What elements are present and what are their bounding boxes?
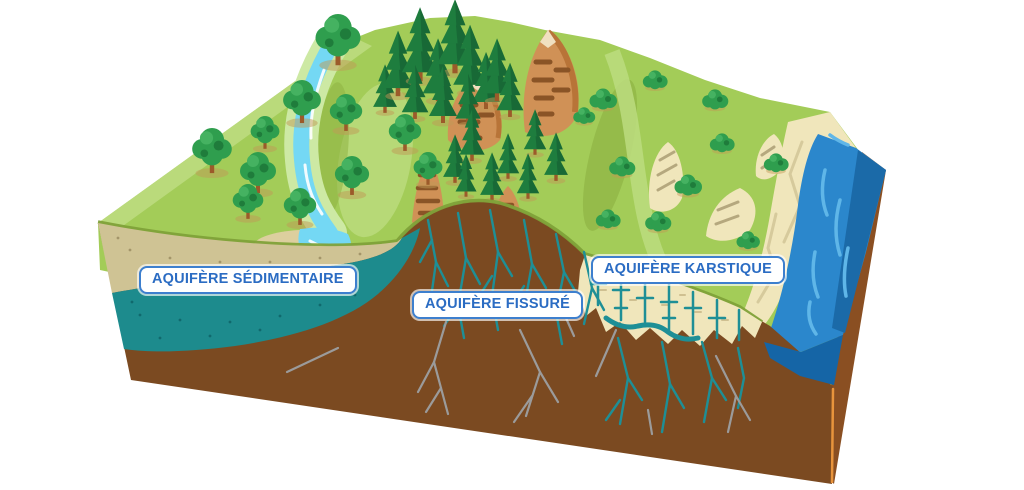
label-aquifere-karstique: AQUIFÈRE KARSTIQUE [591,256,785,284]
outcrop-2 [706,188,756,241]
river-water [293,34,341,241]
cliff-sand [730,112,856,346]
terrain-block [97,0,886,484]
sea-front-wedge [764,335,843,385]
block-edge-highlight [830,387,835,484]
karst-channels [589,266,741,342]
water-table-speckles [130,293,357,340]
grass-trail [604,49,672,276]
coastal-river [766,133,886,352]
fissure-network-dry [285,298,752,436]
coastal-river-streaks [807,133,850,336]
outcrop-1 [648,142,684,212]
mountain-big-edge [546,29,579,113]
label-aquifere-sedimentaire: AQUIFÈRE SÉDIMENTAIRE [139,266,357,294]
river-highlight-2 [303,163,324,216]
mountain-big-stripes [531,59,571,117]
karst-outcrops [648,134,784,241]
tree [315,14,361,71]
label-aquifere-fissure: AQUIFÈRE FISSURÉ [412,291,583,319]
mountain-big-tip [540,30,556,48]
